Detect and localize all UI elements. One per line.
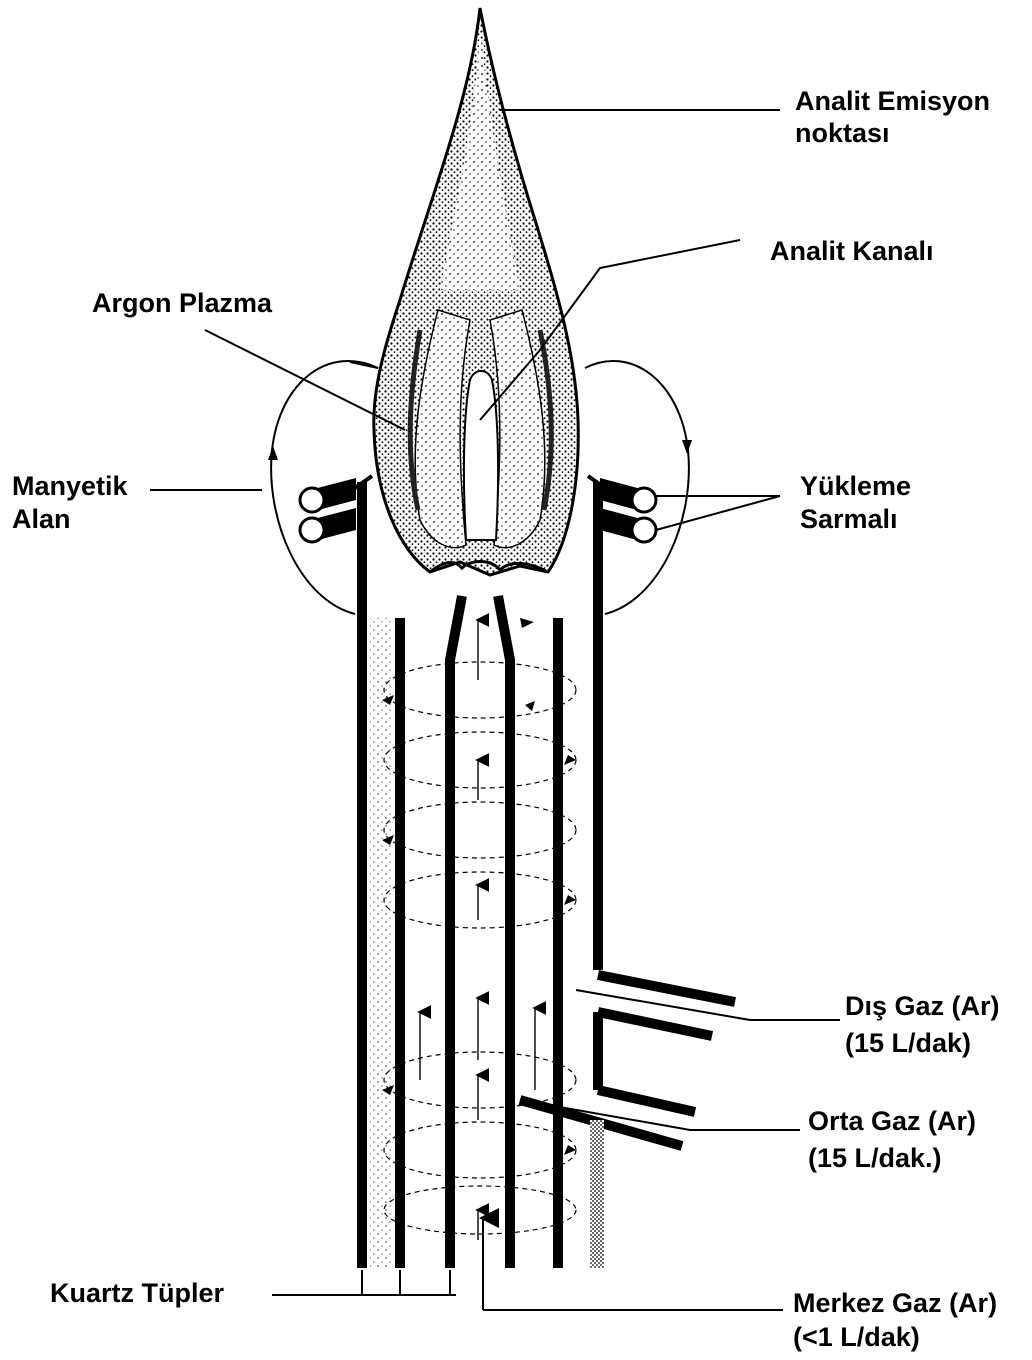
label-magnetic-field-2: Alan <box>12 504 71 534</box>
label-center-gas: Merkez Gaz (Ar) <box>793 1288 997 1318</box>
coil-turn-right-bottom <box>600 508 656 542</box>
quartz-tubes <box>352 476 735 1268</box>
label-load-coil-2: Sarmalı <box>800 504 898 534</box>
label-emission-point: Analit Emisyon <box>795 86 990 116</box>
label-outer-gas-2: (15 L/dak) <box>845 1028 971 1058</box>
label-middle-gas-2: (15 L/dak.) <box>808 1143 942 1173</box>
argon-plasma-flame <box>374 8 578 575</box>
label-analyte-channel: Analit Kanalı <box>770 236 934 266</box>
field-arrow-left-icon <box>268 446 278 460</box>
coil-turn-right-top <box>600 478 656 512</box>
label-argon-plasma: Argon Plazma <box>92 288 273 318</box>
label-emission-point-2: noktası <box>795 118 890 148</box>
label-outer-gas: Dış Gaz (Ar) <box>845 991 1000 1021</box>
label-magnetic-field: Manyetik <box>12 471 129 501</box>
label-center-gas-2: (<1 L/dak) <box>793 1322 920 1352</box>
coil-turn-left-bottom <box>300 508 356 542</box>
label-load-coil: Yükleme <box>800 471 911 501</box>
tangential-gas-swirl <box>382 618 576 1234</box>
label-middle-gas: Orta Gaz (Ar) <box>808 1106 976 1136</box>
coil-turn-left-top <box>300 478 356 512</box>
central-flow-arrows <box>420 620 535 1240</box>
field-arrow-right-icon <box>682 440 692 454</box>
label-quartz-tubes: Kuartz Tüpler <box>50 1278 225 1308</box>
